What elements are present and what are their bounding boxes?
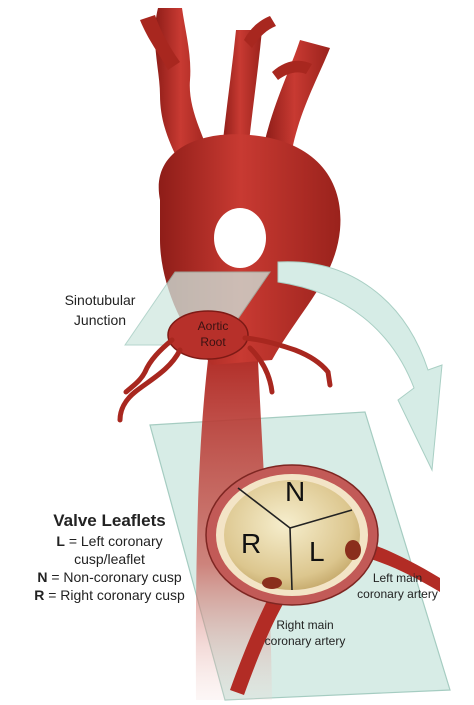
left-main-coronary-label: Left main coronary artery xyxy=(350,570,445,602)
sinotubular-junction-label: Sinotubular Junction xyxy=(30,290,170,330)
legend-text-n: = Non-coronary cusp xyxy=(47,569,182,585)
legend-key-r: R xyxy=(34,587,45,603)
left-coronary-upper xyxy=(242,335,333,388)
leaflet-r-label: R xyxy=(241,528,262,559)
right-main-coronary-label: Right main coronary artery xyxy=(250,617,360,649)
valve-leaflets-legend: Valve Leaflets L = Left coronary cusp/le… xyxy=(22,510,197,604)
legend-text-r: = Right coronary cusp xyxy=(44,587,185,603)
leaflet-l-label: L xyxy=(309,536,325,567)
left-main-line2: coronary artery xyxy=(357,587,438,601)
right-coronary-upper xyxy=(123,337,175,395)
legend-text-l: = Left coronary xyxy=(64,533,163,549)
sinotubular-line1: Sinotubular xyxy=(64,292,136,308)
commissure-left xyxy=(237,487,291,529)
legend-key-n: N xyxy=(37,569,48,585)
brachiocephalic-artery xyxy=(154,8,212,160)
right-coronary-lower xyxy=(117,347,183,423)
left-coronary-lower xyxy=(247,345,275,395)
aortic-root xyxy=(167,310,249,360)
sinotubular-line2: Junction xyxy=(73,312,127,328)
left-subclavian-branch xyxy=(272,60,312,80)
left-coronary-ostium xyxy=(345,540,361,560)
left-carotid-artery xyxy=(222,30,262,152)
aortic-root-label: Aortic Root xyxy=(183,318,243,350)
aortic-root-line2: Root xyxy=(200,335,226,349)
left-main-line1: Left main xyxy=(372,571,423,585)
brachiocephalic-branch xyxy=(140,15,180,70)
legend-key-l: L xyxy=(56,533,65,549)
right-main-coronary-artery xyxy=(230,585,290,695)
right-coronary-ostium xyxy=(262,577,282,589)
commissure-bottom xyxy=(289,527,293,591)
legend-item-n: N = Non-coronary cusp xyxy=(22,568,197,586)
left-subclavian-artery xyxy=(265,40,330,150)
legend-item-r: R = Right coronary cusp xyxy=(22,586,197,604)
legend-item-l-cont: cusp/leaflet xyxy=(74,551,145,567)
aortic-root-line1: Aortic xyxy=(197,319,229,333)
right-main-line1: Right main xyxy=(276,618,334,632)
arch-opening xyxy=(214,208,266,268)
legend-title: Valve Leaflets xyxy=(53,511,166,530)
right-main-line2: coronary artery xyxy=(264,634,346,648)
valve-interior xyxy=(224,480,360,590)
commissure-right xyxy=(289,509,353,529)
left-main-coronary-artery xyxy=(356,540,440,592)
legend-item-l: L = Left coronary xyxy=(22,532,197,550)
leaflet-n-label: N xyxy=(285,476,306,507)
left-carotid-branch xyxy=(244,16,276,48)
rotation-arrow xyxy=(277,261,443,472)
